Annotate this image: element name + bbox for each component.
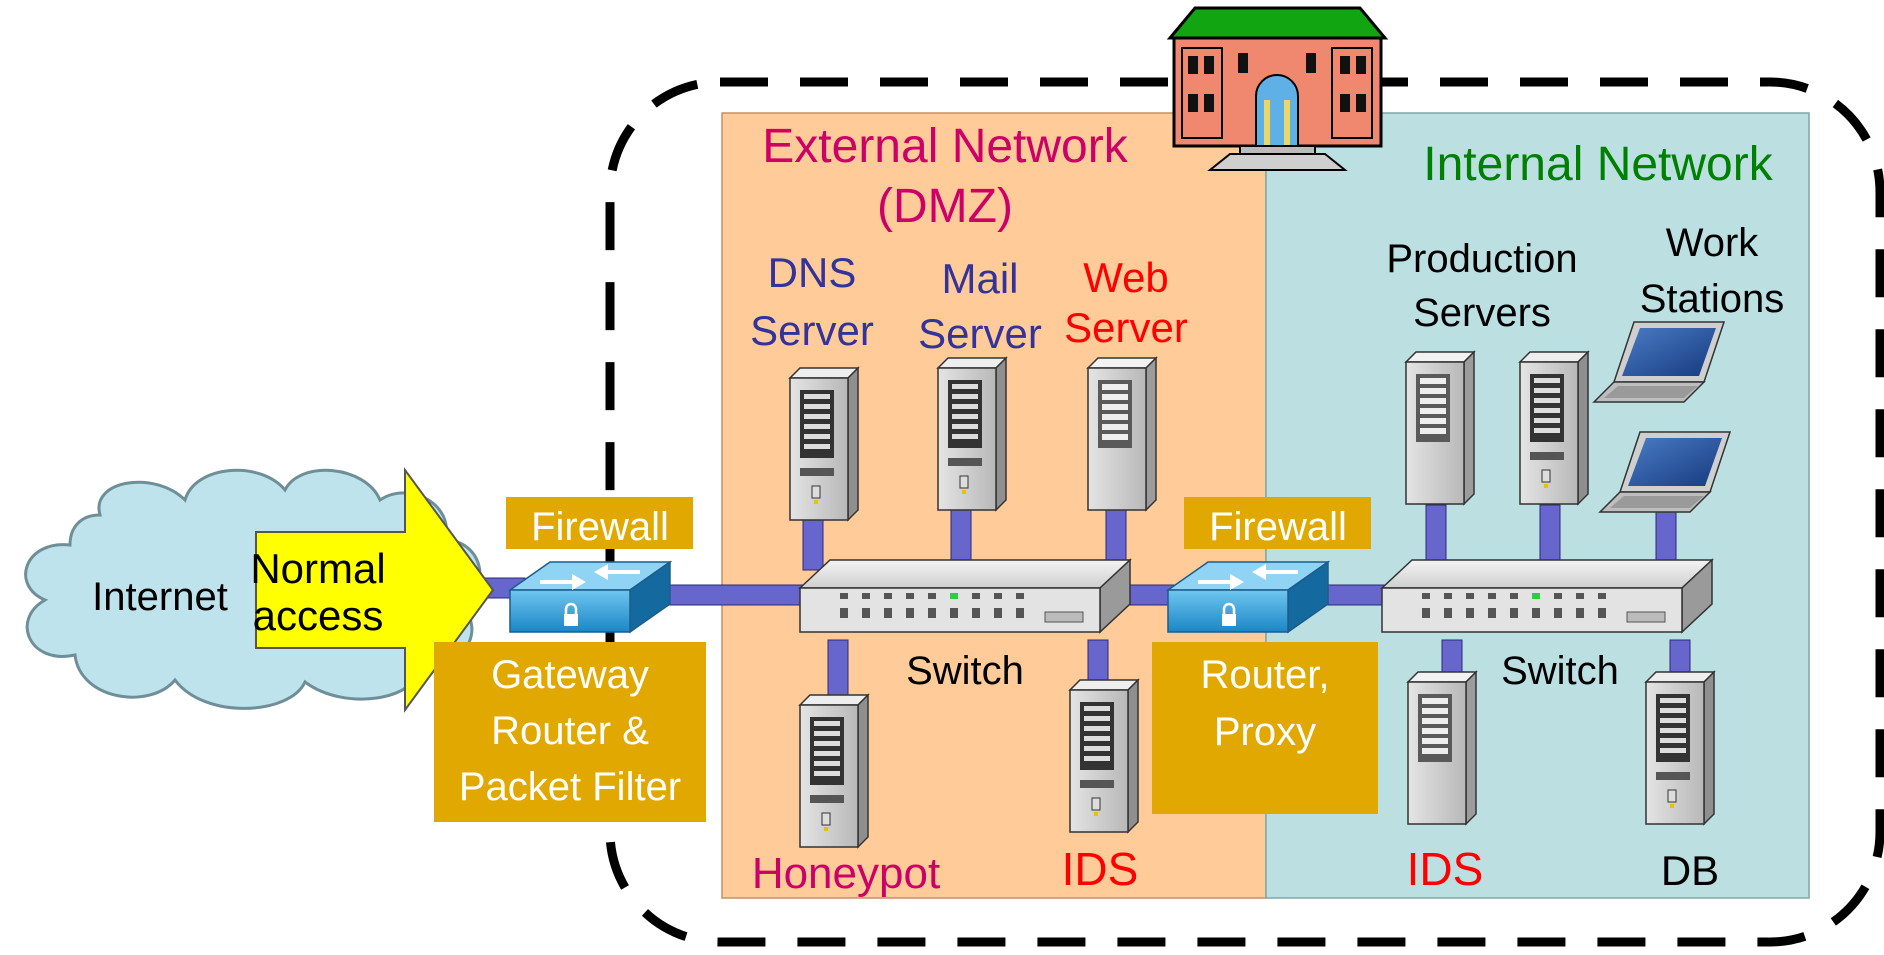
production-server-1-icon	[1405, 351, 1475, 505]
honeypot-server-icon	[799, 694, 869, 848]
web-label-2: Server	[1064, 304, 1188, 351]
production-label-1: Production	[1386, 237, 1577, 281]
router-line2: Proxy	[1214, 710, 1316, 754]
firewall-left-label-box	[506, 497, 693, 549]
firewall-right-label-box	[1184, 497, 1371, 549]
firewall-right-label: Firewall	[1209, 505, 1347, 549]
db-label: DB	[1661, 847, 1719, 894]
external-network-title: External Network	[762, 120, 1128, 173]
normal-access-line1: Normal	[250, 545, 385, 592]
db-server-icon	[1645, 671, 1715, 825]
network-cables	[484, 464, 1691, 703]
router-proxy-box	[1152, 642, 1378, 814]
honeypot-label: Honeypot	[752, 849, 940, 898]
production-label-2: Servers	[1413, 291, 1551, 335]
mail-label-1: Mail	[941, 255, 1018, 302]
gateway-box	[434, 642, 706, 822]
production-server-2-icon	[1519, 351, 1589, 505]
dmz-ids-server-icon	[1069, 679, 1139, 833]
firewall-right-icon	[1166, 560, 1330, 634]
gateway-line3: Packet Filter	[459, 765, 681, 809]
firewall-left-label: Firewall	[531, 505, 669, 549]
internal-ids-label: IDS	[1407, 843, 1484, 895]
web-server-icon	[1087, 357, 1157, 511]
dmz-switch-ports	[840, 593, 1084, 623]
dns-label-1: DNS	[768, 249, 857, 296]
dns-server-icon	[789, 367, 859, 521]
internal-switch-label: Switch	[1501, 649, 1619, 693]
external-network-subtitle: (DMZ)	[877, 180, 1013, 233]
building-icon	[1166, 6, 1389, 171]
mail-server-icon	[937, 357, 1007, 511]
internal-switch-ports	[1422, 593, 1666, 623]
internal-network-title: Internal Network	[1423, 138, 1773, 191]
mail-label-2: Server	[918, 310, 1042, 357]
gateway-line2: Router &	[491, 709, 649, 753]
normal-access-line2: access	[253, 592, 384, 639]
gateway-line1: Gateway	[491, 653, 649, 697]
dns-label-2: Server	[750, 307, 874, 354]
firewall-left-icon	[508, 560, 672, 634]
internal-ids-server-icon	[1407, 671, 1477, 825]
workstations-label-2: Stations	[1640, 277, 1785, 321]
router-line1: Router,	[1201, 653, 1330, 697]
dmz-ids-label: IDS	[1062, 843, 1139, 895]
workstations-label-1: Work	[1666, 221, 1760, 265]
web-label-1: Web	[1083, 254, 1169, 301]
dmz-switch-label: Switch	[906, 649, 1024, 693]
internet-label: Internet	[92, 575, 228, 619]
